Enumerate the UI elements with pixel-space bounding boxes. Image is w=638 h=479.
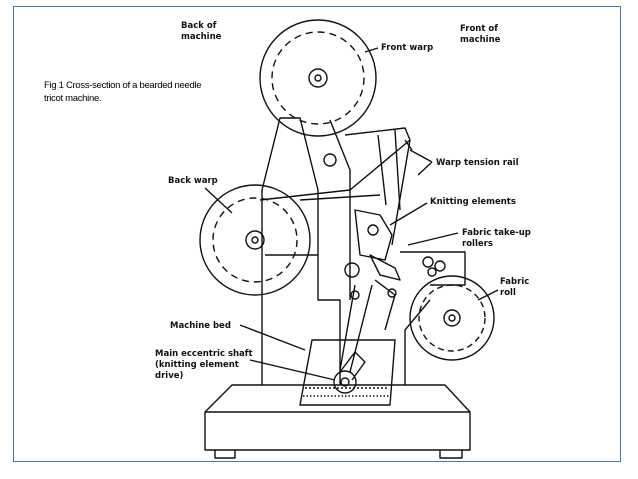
label-machine-bed: Machine bed	[170, 321, 231, 331]
knitting-elements	[344, 209, 401, 281]
fabric-take-up-rollers	[400, 251, 466, 286]
front-warp-beam	[259, 19, 377, 137]
label-back-of-machine-2: machine	[181, 32, 222, 42]
main-eccentric-shaft	[333, 351, 366, 394]
figure-caption-line-2: tricot machine.	[44, 93, 102, 104]
back-warp-beam	[199, 184, 311, 296]
label-eccentric-shaft-3: drive)	[155, 371, 183, 381]
label-fabric-roll-2: roll	[500, 288, 516, 298]
machine-base	[204, 411, 471, 451]
fabric-roll	[409, 275, 495, 361]
machine-bed	[299, 339, 396, 406]
label-back-of-machine-1: Back of	[181, 21, 217, 31]
label-fabric-take-up-1: Fabric take-up	[462, 228, 531, 238]
label-eccentric-shaft-2: (knitting element	[155, 360, 239, 370]
label-front-of-machine-2: machine	[460, 35, 501, 45]
slide-frame	[13, 6, 621, 462]
warp-tension-rail	[377, 129, 413, 211]
figure-caption-line-1: Fig 1 Cross-section of a bearded needle	[44, 80, 202, 91]
label-back-warp: Back warp	[168, 176, 218, 186]
connecting-rod	[339, 284, 373, 373]
label-front-warp: Front warp	[381, 43, 433, 53]
label-warp-tension-rail: Warp tension rail	[436, 158, 519, 168]
label-fabric-take-up-2: rollers	[462, 239, 493, 249]
machine-frame	[261, 117, 341, 385]
label-fabric-roll-1: Fabric	[500, 277, 529, 287]
figure-caption: Fig 1 Cross-section of a bearded needle …	[44, 79, 234, 105]
front-warp-yarn	[344, 127, 411, 246]
label-eccentric-shaft-1: Main eccentric shaft	[155, 349, 253, 359]
label-front-of-machine-1: Front of	[460, 24, 498, 34]
label-knitting-elements: Knitting elements	[430, 197, 516, 207]
